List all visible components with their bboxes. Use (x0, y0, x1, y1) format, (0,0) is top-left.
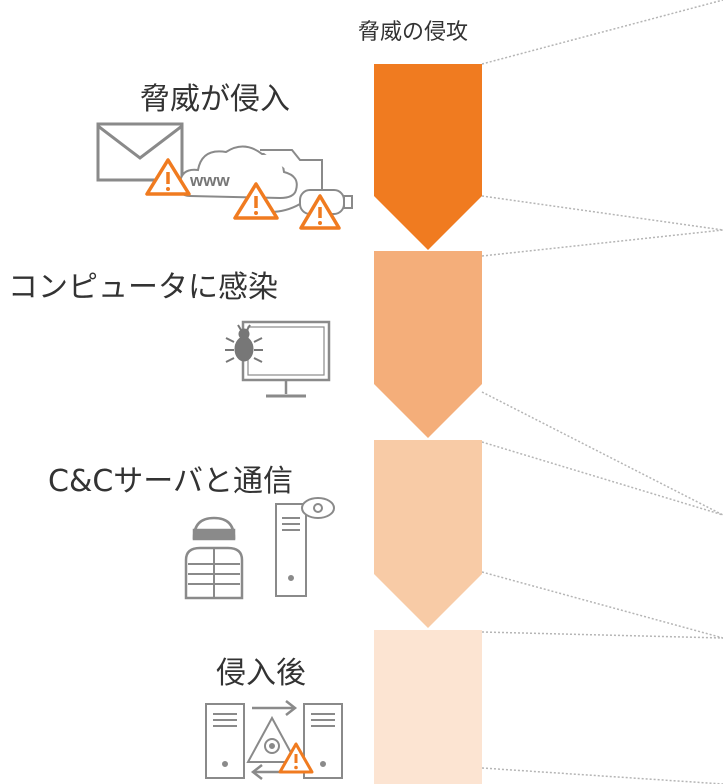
server-icon (275, 503, 307, 597)
connector-line (481, 0, 723, 65)
stage-arrow-1 (374, 64, 482, 250)
connector-lines (481, 0, 723, 784)
stage-1-icons: www (96, 122, 353, 230)
stage-arrow-4 (374, 630, 482, 784)
connector-line (481, 767, 723, 784)
stage-4-icons (205, 700, 343, 780)
email-icon (96, 122, 184, 182)
connector-line (481, 391, 723, 516)
stage-3-icons (184, 497, 335, 600)
eye-icon (301, 497, 335, 519)
hacker-icon (184, 516, 244, 600)
stage-arrow-3 (374, 440, 482, 628)
connector-line (481, 571, 723, 639)
stage-label-threat-entry: 脅威が侵入 (140, 82, 290, 117)
connector-line (481, 631, 723, 639)
stage-label-infection: コンピュータに感染 (8, 270, 278, 305)
warning-icon (145, 158, 191, 196)
warning-icon (278, 742, 314, 774)
cloud-icon (178, 145, 323, 200)
connector-line (481, 441, 723, 516)
www-text: www (189, 171, 230, 190)
connector-line (481, 195, 723, 231)
biohazard-icon (246, 715, 298, 763)
stage-label-post-intrusion: 侵入後 (216, 656, 306, 691)
connector-line (481, 229, 723, 257)
server-icon (303, 703, 343, 779)
bug-icon (225, 324, 263, 363)
server-icon (205, 703, 245, 779)
warning-icon (233, 182, 279, 220)
diagram-heading: 脅威の侵攻 (358, 20, 469, 45)
stage-arrow-2 (374, 251, 482, 438)
stage-2-icons (225, 320, 331, 398)
warning-icon (299, 194, 341, 230)
stage-label-cnc-communication: C&Cサーバと通信 (48, 464, 293, 499)
